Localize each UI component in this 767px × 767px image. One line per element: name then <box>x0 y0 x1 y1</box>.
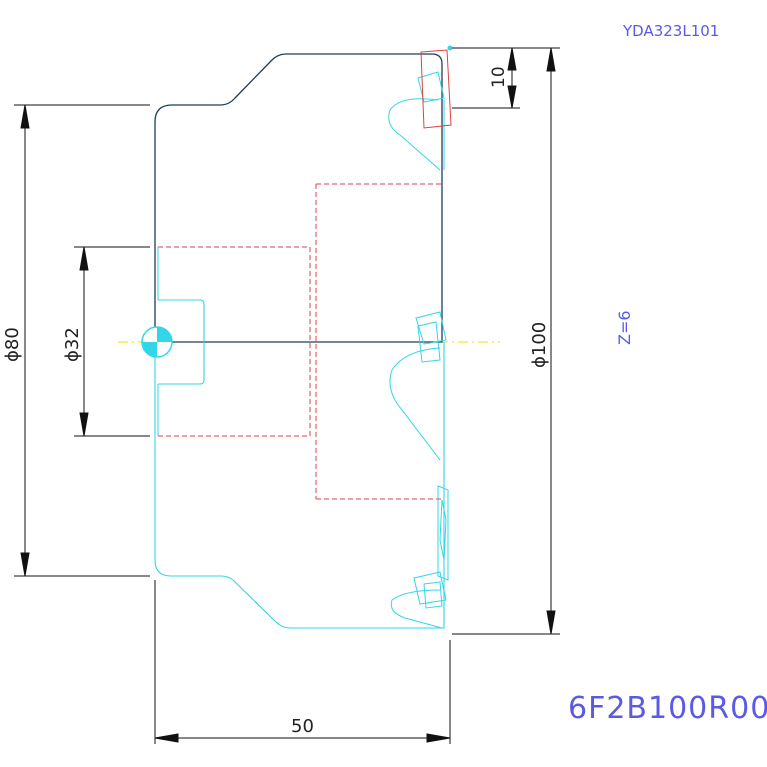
upper-body-outline <box>154 53 443 343</box>
dimension-phi32-label: ϕ32 <box>62 327 83 362</box>
teeth-count-label: Z=6 <box>615 310 634 345</box>
dimension-phi100-label: ϕ100 <box>529 322 550 368</box>
datum-symbol <box>141 326 173 358</box>
drawing-code-top: YDA323L101 <box>622 22 719 40</box>
drawing-code-bottom: 6F2B100R00 <box>568 691 767 726</box>
lower-body-outline <box>154 342 445 629</box>
dimension-10 <box>452 47 520 109</box>
insert-tips <box>413 71 449 609</box>
dimension-phi100 <box>452 47 560 635</box>
hidden-lines <box>158 183 442 500</box>
dimension-50-label: 50 <box>291 716 314 737</box>
dimension-50 <box>154 580 451 744</box>
dimension-phi32 <box>74 246 150 437</box>
apex-dot <box>447 45 453 51</box>
dimension-phi80-label: ϕ80 <box>2 327 23 362</box>
bore-keyway <box>158 299 205 385</box>
insert-highlight <box>420 49 452 129</box>
dimension-phi80 <box>14 104 150 577</box>
chip-gullets <box>388 98 445 629</box>
dimension-10-label: 10 <box>489 66 509 88</box>
